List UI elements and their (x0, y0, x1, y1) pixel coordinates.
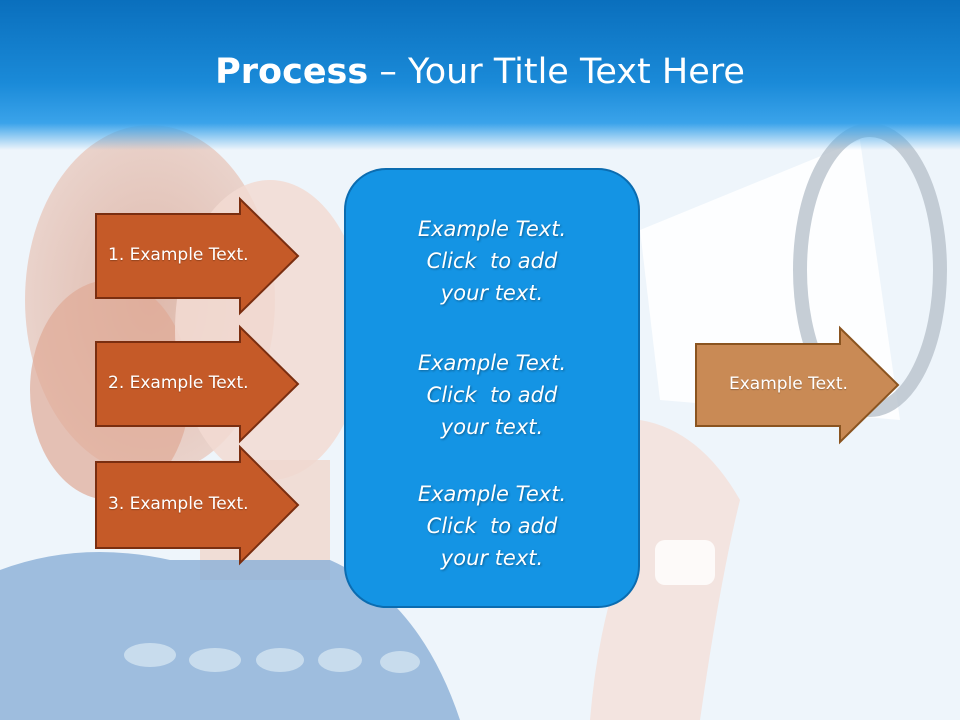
center-block-1-line-1: Example Text. (417, 217, 567, 241)
left-arrow-3[interactable] (95, 444, 300, 566)
center-block-3-line-3: your text. (440, 546, 544, 570)
header-band (0, 0, 960, 150)
title-bold: Process (215, 52, 369, 92)
left-arrow-2-label: 2. Example Text. (108, 373, 249, 393)
left-arrow-1[interactable] (95, 196, 300, 316)
right-arrow[interactable] (695, 325, 900, 445)
center-block-2-line-2: Click to add (426, 383, 558, 407)
center-block-2[interactable]: Example Text. Click to add your text. (344, 347, 640, 443)
center-block-2-line-1: Example Text. (417, 351, 567, 375)
center-block-1-line-2: Click to add (426, 249, 558, 273)
center-block-1[interactable]: Example Text. Click to add your text. (344, 213, 640, 309)
center-block-2-line-3: your text. (440, 415, 544, 439)
center-text-box[interactable] (344, 168, 640, 608)
left-arrow-2[interactable] (95, 324, 300, 444)
center-block-3[interactable]: Example Text. Click to add your text. (344, 478, 640, 574)
left-arrow-3-label: 3. Example Text. (108, 494, 249, 514)
slide-title: Process – Your Title Text Here (0, 52, 960, 92)
right-arrow-label: Example Text. (729, 374, 848, 394)
left-arrow-1-label: 1. Example Text. (108, 245, 249, 265)
center-block-3-line-2: Click to add (426, 514, 558, 538)
center-block-1-line-3: your text. (440, 281, 544, 305)
center-block-3-line-1: Example Text. (417, 482, 567, 506)
title-rest: Your Title Text Here (407, 52, 745, 92)
title-dash: – (368, 52, 408, 92)
